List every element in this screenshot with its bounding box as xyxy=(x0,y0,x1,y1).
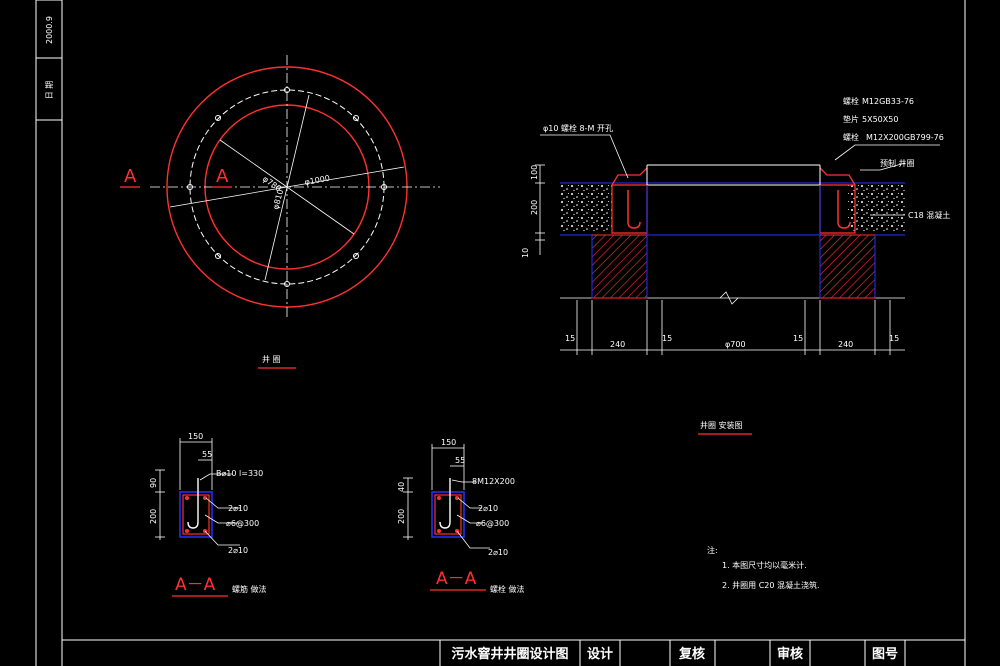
s2-label-bottom: 2⌀10 xyxy=(488,548,508,557)
dim-bottom-2: 15 xyxy=(662,334,672,343)
s2-dim-width: 150 xyxy=(441,438,456,447)
s2-label-top: 2⌀10 xyxy=(478,504,498,513)
s1-dim-height: 200 xyxy=(149,509,158,524)
s1-label-top: 2⌀10 xyxy=(228,504,248,513)
section-detail-2: 150 55 40 200 8M12X200 2⌀10 ⌀6@300 2⌀10 … xyxy=(397,438,525,594)
callout-plate: 垫片 xyxy=(843,114,859,124)
callout-plate-spec: 5X50X50 xyxy=(862,115,898,124)
plan-view: A A φ1000 φ780 φ810 井 圈 xyxy=(120,55,440,369)
dim-bottom-6: 15 xyxy=(889,334,899,343)
s2-dim-55: 55 xyxy=(455,456,465,465)
install-caption: 井圈 安装图 xyxy=(700,420,743,430)
s2-dim-height: 200 xyxy=(397,509,406,524)
date-value: 2000.9 xyxy=(45,16,54,44)
section-mark-right: A xyxy=(216,166,229,187)
notes-heading: 注: xyxy=(707,545,718,555)
dim-outer: φ1000 xyxy=(304,174,331,187)
s2-caption-mark: A－A xyxy=(436,569,477,589)
s2-caption-note: 螺栓 做法 xyxy=(490,584,525,594)
design-label: 设计 xyxy=(587,646,613,662)
dim-bottom-3: φ700 xyxy=(725,340,746,349)
callout-screw: 螺栓 xyxy=(843,132,859,142)
review-label: 复核 xyxy=(678,646,705,662)
callout-bolt-spec: M12GB33-76 xyxy=(862,97,914,106)
install-view: 100 200 10 15 240 15 φ700 15 240 15 φ10 … xyxy=(521,96,950,435)
section-mark-left: A xyxy=(124,166,137,187)
note-2: 2. 井圈用 C20 混凝土浇筑. xyxy=(722,580,820,590)
s1-dim-top: 90 xyxy=(149,478,158,488)
plan-caption: 井 圈 xyxy=(262,354,281,364)
s1-dim-width: 150 xyxy=(188,432,203,441)
s1-dim-55: 55 xyxy=(202,450,212,459)
dim-bottom-5: 240 xyxy=(838,340,853,349)
date-label: 日 期 xyxy=(45,81,54,100)
callout-bolt: 螺栓 xyxy=(843,96,859,106)
callout-bolt-left: φ10 螺栓 8-M 开孔 xyxy=(543,123,613,133)
dim-bottom-4: 15 xyxy=(793,334,803,343)
dim-10: 10 xyxy=(521,248,530,258)
notes: 注: 1. 本图尺寸均以毫米计. 2. 井圈用 C20 混凝土浇筑. xyxy=(707,545,820,590)
drawing-no-label: 图号 xyxy=(872,647,898,662)
dim-bottom-1: 240 xyxy=(610,340,625,349)
section-detail-1: 150 55 90 200 B⌀10 l=330 2⌀10 ⌀6@300 2⌀1… xyxy=(149,432,267,597)
s1-caption-note: 螺筋 做法 xyxy=(232,584,267,594)
s1-label-rebar: B⌀10 l=330 xyxy=(216,469,263,478)
callout-cover: 预制 井圈 xyxy=(880,158,915,168)
drawing-frame xyxy=(35,0,966,666)
s1-label-stirrup: ⌀6@300 xyxy=(226,519,259,528)
right-wall xyxy=(819,234,876,299)
dim-200: 200 xyxy=(530,200,539,215)
dim-bottom-0: 15 xyxy=(565,334,575,343)
drawing-title: 污水窨井井圈设计图 xyxy=(451,646,568,662)
s1-label-bottom: 2⌀10 xyxy=(228,546,248,555)
callout-concrete: C18 混凝土 xyxy=(908,210,950,220)
audit-label: 审核 xyxy=(777,646,803,662)
dim-100: 100 xyxy=(530,165,539,180)
note-1: 1. 本图尺寸均以毫米计. xyxy=(722,560,807,570)
s1-caption-mark: A－A xyxy=(175,575,216,595)
s2-dim-top: 40 xyxy=(397,482,406,492)
left-wall xyxy=(591,234,648,299)
s2-label-rebar: 8M12X200 xyxy=(472,477,515,486)
dim-inner: φ810 xyxy=(271,188,285,210)
callout-screw-spec: M12X200GB799-76 xyxy=(866,133,944,142)
s2-label-stirrup: ⌀6@300 xyxy=(476,519,509,528)
